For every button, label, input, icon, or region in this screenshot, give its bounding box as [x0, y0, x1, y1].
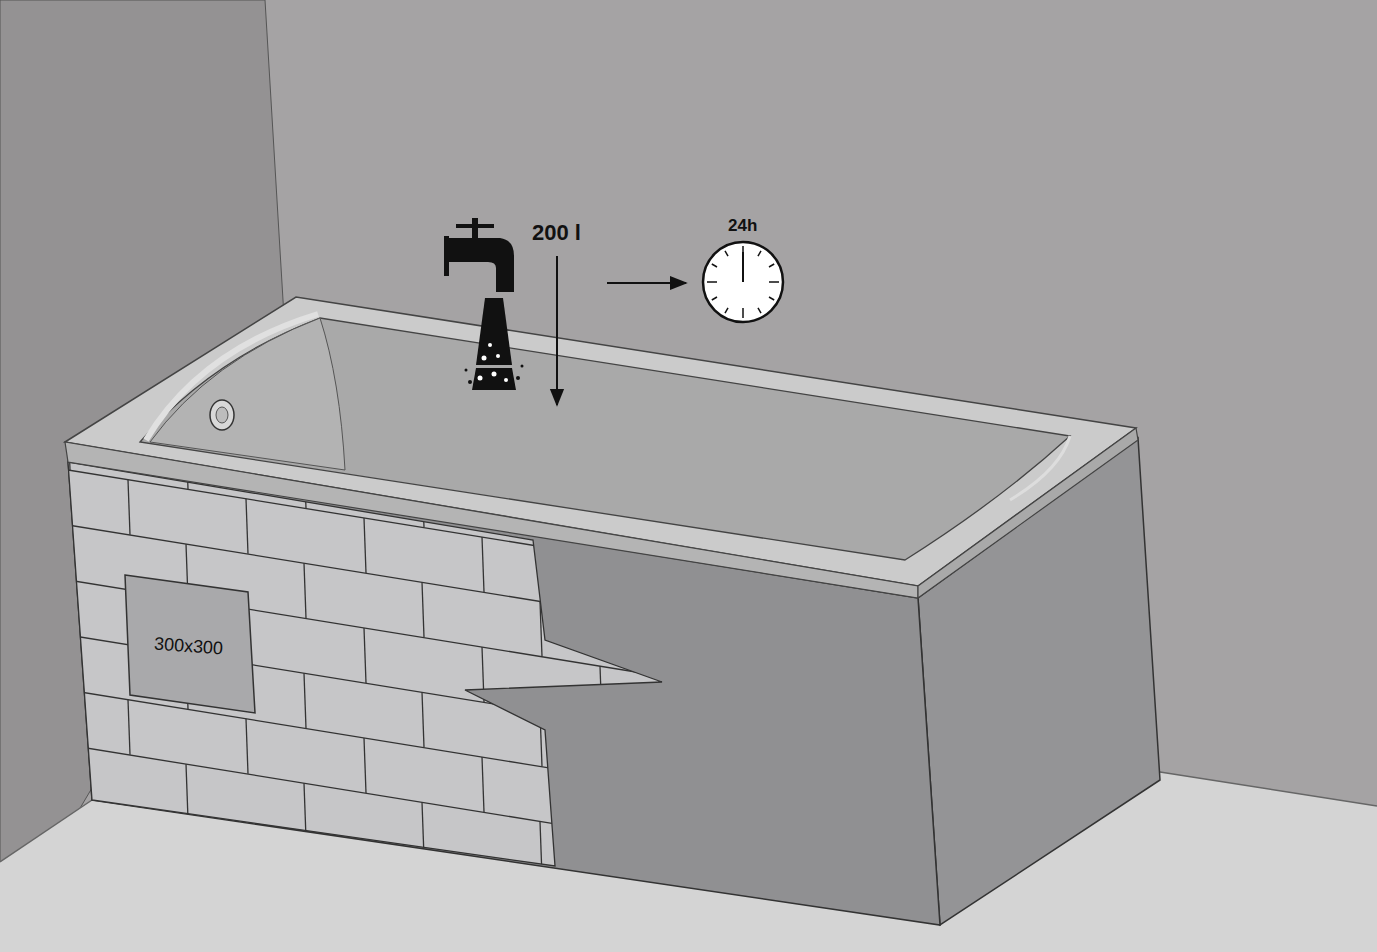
overflow: [210, 400, 234, 430]
faucet: [444, 218, 514, 292]
time-text: 24h: [728, 216, 757, 236]
water-stream: [465, 298, 524, 390]
then-arrow: [607, 282, 686, 284]
tub-basin: [140, 318, 1070, 560]
access-panel: 300x300: [125, 575, 256, 713]
fill-arrow: [556, 256, 558, 405]
timer-clock: 24h: [698, 214, 788, 324]
volume-label: 200 l: [532, 220, 581, 246]
